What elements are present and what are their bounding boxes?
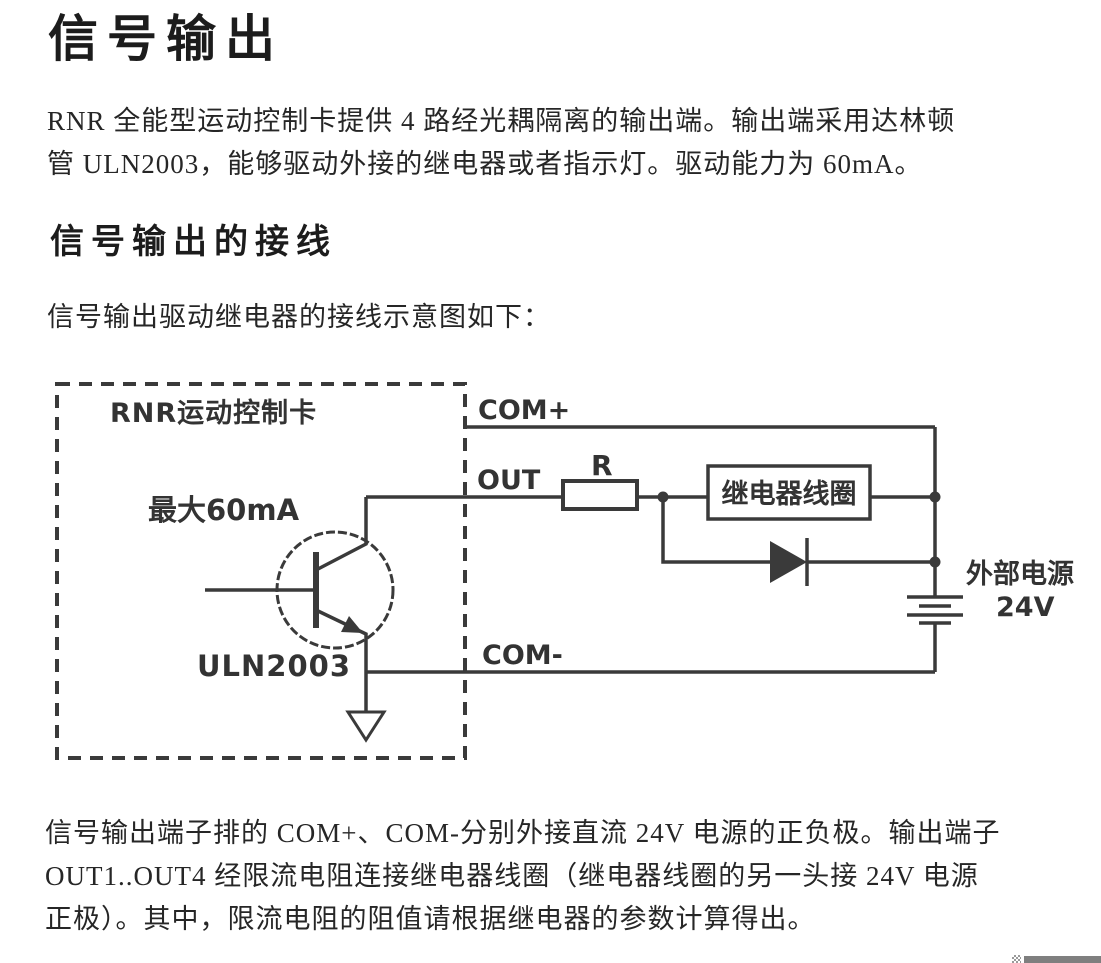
resistor-icon xyxy=(561,479,639,511)
relay-coil-box xyxy=(706,464,872,521)
junction-dot xyxy=(929,556,941,568)
page-title: 信号输出 xyxy=(48,11,284,67)
junction-dot xyxy=(929,491,941,503)
com-plus-label: COM+ xyxy=(478,395,570,426)
transistor-icon xyxy=(205,497,395,713)
footer-paragraph: 信号输出端子排的 COM+、COM-分别外接直流 24V 电源的正负极。输出端子… xyxy=(45,812,1095,941)
text-line: 信号输出端子排的 COM+、COM-分别外接直流 24V 电源的正负极。输出端子 xyxy=(45,818,1001,848)
out-label: OUT xyxy=(477,465,541,496)
chip-label: ULN2003 xyxy=(197,649,351,683)
diode-icon xyxy=(770,541,807,583)
battery-icon xyxy=(907,595,963,625)
relay-coil-label: 继电器线圈 xyxy=(722,478,857,510)
resize-handle-icon xyxy=(1012,955,1021,963)
horizontal-scrollbar-fragment[interactable] xyxy=(1024,956,1101,963)
intro-paragraph: RNR 全能型运动控制卡提供 4 路经光耦隔离的输出端。输出端采用达林顿 管 U… xyxy=(47,100,1087,186)
resistor-label: R xyxy=(591,449,613,482)
card-label: RNR运动控制卡 xyxy=(110,398,317,429)
control-card-dashed-box xyxy=(55,382,467,760)
diode-branch xyxy=(661,497,935,586)
power-voltage-label: 24V xyxy=(996,592,1055,623)
power-label: 外部电源 xyxy=(966,558,1074,590)
emitter-arrow-icon xyxy=(341,616,363,633)
diagram-caption: 信号输出驱动继电器的接线示意图如下： xyxy=(47,302,551,332)
junction-dot xyxy=(657,491,669,503)
text-line: RNR 全能型运动控制卡提供 4 路经光耦隔离的输出端。输出端采用达林顿 xyxy=(47,106,956,136)
max-current-label: 最大60mA xyxy=(148,493,300,527)
text-line: 正极）。其中，限流电阻的阻值请根据继电器的参数计算得出。 xyxy=(45,904,816,934)
section-title: 信号输出的接线 xyxy=(50,224,337,261)
com-minus-label: COM- xyxy=(482,640,563,671)
text-line: 管 ULN2003，能够驱动外接的继电器或者指示灯。驱动能力为 60mA。 xyxy=(47,149,923,179)
text-line: OUT1..OUT4 经限流电阻连接继电器线圈（继电器线圈的另一头接 24V 电… xyxy=(45,861,979,891)
ground-icon xyxy=(345,710,387,743)
wiring-diagram: RNR运动控制卡 最大60mA ULN2003 COM+ OUT R 继电器线圈… xyxy=(55,382,1074,760)
